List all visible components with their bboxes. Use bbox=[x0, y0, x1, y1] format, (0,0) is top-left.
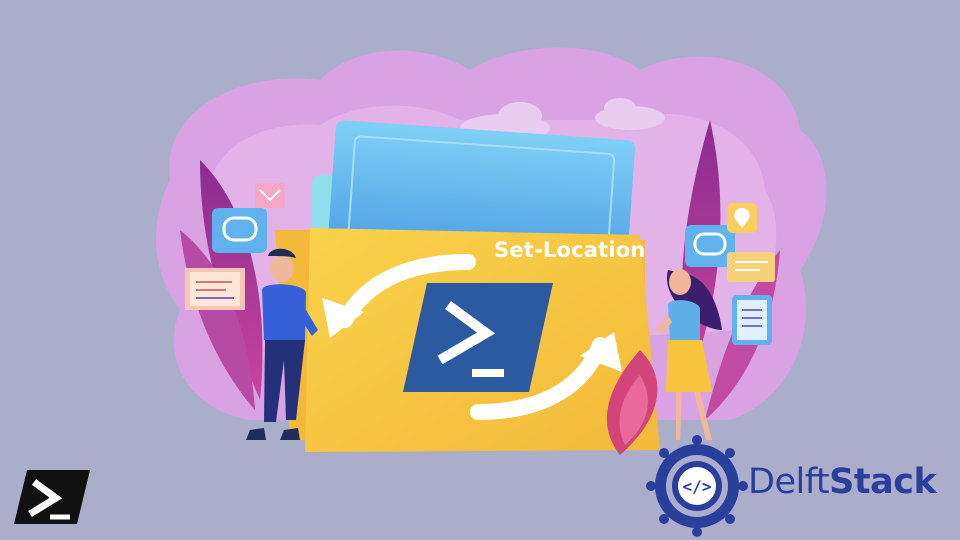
powershell-icon bbox=[14, 470, 90, 524]
seal-glyph: </> bbox=[683, 477, 712, 496]
powershell-icon bbox=[403, 283, 553, 392]
mail-card bbox=[255, 183, 285, 208]
flame-leaf-inner bbox=[619, 375, 648, 445]
arrow-head-left bbox=[322, 298, 364, 338]
paper-stack-left bbox=[185, 268, 245, 310]
man-figure bbox=[246, 248, 318, 440]
arrow-head-right bbox=[580, 332, 622, 372]
arrows bbox=[337, 254, 608, 420]
brand-part-1: Delft bbox=[748, 462, 830, 502]
brand-part-2: Stack bbox=[829, 462, 937, 502]
checklist-clipboard bbox=[732, 295, 772, 345]
brand-wordmark: DelftStack bbox=[748, 462, 937, 502]
note-card-right bbox=[727, 252, 775, 282]
chat-bubble-left bbox=[212, 208, 267, 253]
location-pin-icon bbox=[727, 203, 757, 233]
command-caption: Set-Location bbox=[494, 238, 646, 262]
woman-figure bbox=[656, 269, 722, 440]
delftstack-seal-icon bbox=[646, 435, 748, 537]
chat-bubble-right bbox=[685, 225, 735, 267]
